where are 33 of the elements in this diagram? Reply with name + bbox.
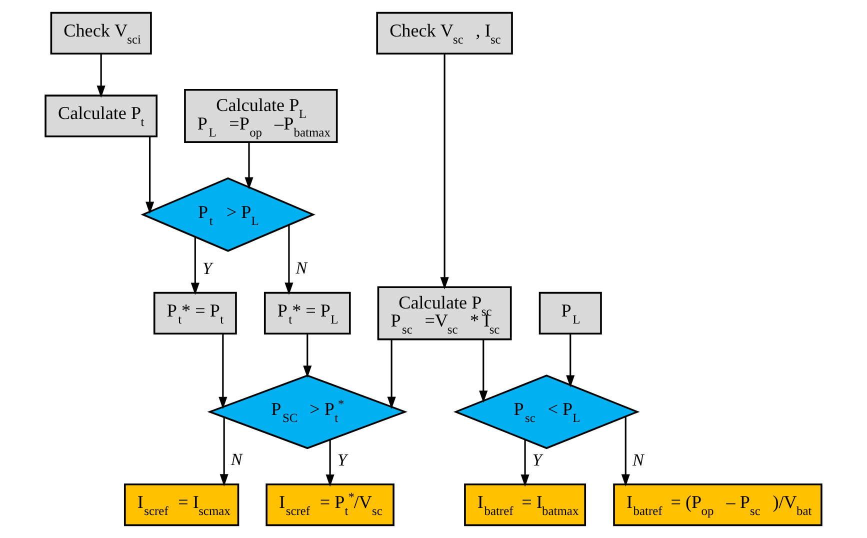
arrow [190, 236, 200, 295]
arrow [146, 136, 154, 214]
arrow [303, 334, 312, 378]
node-box: Calculate P$_{t}$ [44, 94, 158, 138]
edge-label: N [230, 450, 242, 470]
node-box: I$_{batref}$ = (P$_{op}$ – P$_{sc}$ )/V$_{bat}$ [613, 483, 822, 526]
node-box: I$_{batref}$ = I$_{batmax}$ [464, 483, 586, 526]
arrow [520, 440, 530, 487]
arrow [220, 417, 228, 486]
node-box: I$_{scref}$ = P$_{t}$$^{*}$/V$_{sc}$ [266, 483, 394, 526]
node-box: P$_{L}$ [538, 292, 602, 335]
arrow [284, 225, 294, 295]
arrow [244, 142, 254, 190]
node-box: P$_{t}$* = P$_{L}$ [264, 292, 351, 335]
edge-label: N [296, 258, 308, 278]
edge-label: Y [202, 258, 212, 278]
arrow [326, 440, 334, 487]
node-box: Calculate P$_{sc}$ P$_{sc}$ =V$_{sc}$ * I$_{sc}$ [377, 286, 512, 340]
node-box: Check V$_{sc}$ , I$_{sc}$ [376, 12, 513, 55]
arrow [218, 334, 228, 410]
arrow [479, 340, 488, 403]
node-box: I$_{scref}$ = I$_{scmax}$ [124, 483, 240, 526]
arrow [440, 54, 449, 290]
arrow [387, 340, 396, 410]
edge-label: N [632, 450, 644, 470]
arrow [96, 54, 106, 98]
edge-label: Y [532, 450, 542, 470]
arrow [566, 334, 575, 388]
node-box: Calculate P$_{L}$ P$_{L}$ =P$_{op}$ –P$_{batmax}$ [184, 88, 338, 143]
node-box: P$_{t}$* = P$_{t}$ [153, 292, 237, 335]
arrow [621, 416, 630, 486]
node-box: Check V$_{sci}$ [50, 12, 152, 55]
edge-label: Y [337, 450, 347, 470]
